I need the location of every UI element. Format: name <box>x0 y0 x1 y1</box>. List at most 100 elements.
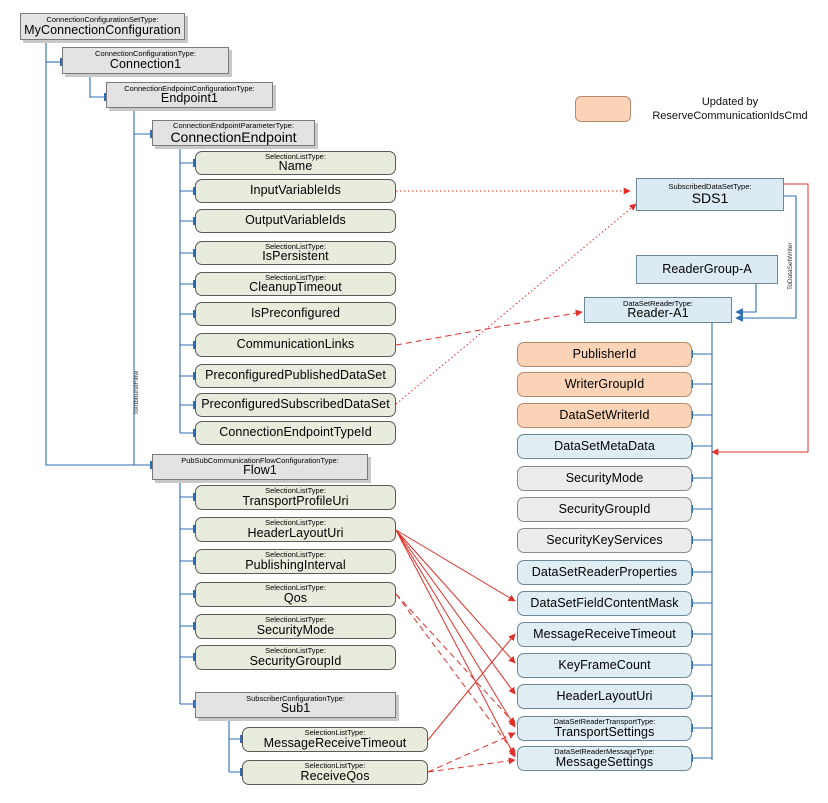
endpoint-name: Endpoint1 <box>160 91 219 106</box>
reader-group-name: ReaderGroup-A <box>662 261 752 276</box>
reader-prop-publisher-id[interactable]: PublisherId <box>517 342 692 367</box>
endpoint-prop-name-label: IsPersistent <box>262 249 329 264</box>
endpoint-prop-is-persistent[interactable]: SelectionListType:IsPersistent <box>195 241 396 265</box>
connection-name: Connection1 <box>109 56 182 71</box>
endpoint-prop-preconfigured-published-data-set[interactable]: PreconfiguredPublishedDataSet <box>195 364 396 388</box>
flow-prop-type-label: SelectionListType: <box>265 646 326 655</box>
root-type: ConnectionConfigurationSetType: <box>46 15 159 24</box>
flow-prop-name-label: HeaderLayoutUri <box>247 525 344 540</box>
root-name: MyConnectionConfiguration <box>24 22 181 37</box>
endpoint-prop-type-label: SelectionListType: <box>265 272 326 282</box>
flow-prop-type-label: SelectionListType: <box>265 550 326 559</box>
sub-type: SubscriberConfigurationType: <box>246 693 345 703</box>
endpoint-prop-name-label: PreconfiguredPublishedDataSet <box>205 368 386 383</box>
endpoint-prop-connection-endpoint-type-id[interactable]: ConnectionEndpointTypeId <box>195 421 396 445</box>
sub-prop-receive-qos[interactable]: SelectionListType:ReceiveQos <box>242 760 428 785</box>
reader-prop-header-layout-uri[interactable]: HeaderLayoutUri <box>517 684 692 709</box>
endpoint-prop-name-label: PreconfiguredSubscribedDataSet <box>201 397 390 412</box>
legend-text: Updated by ReserveCommunicationIdsCmd <box>640 96 820 124</box>
legend-line-1: Updated by <box>701 96 759 108</box>
endpoint-prop-is-preconfigured[interactable]: IsPreconfigured <box>195 302 396 326</box>
endpoint-prop-name-label: ConnectionEndpointTypeId <box>219 425 372 440</box>
reader-prop-name-label: SecurityKeyServices <box>546 532 663 547</box>
sub-prop-message-receive-timeout[interactable]: SelectionListType:MessageReceiveTimeout <box>242 727 428 752</box>
flow-prop-name-label: PublishingInterval <box>245 557 346 572</box>
connection-endpoint-node[interactable]: ConnectionEndpointParameterType: Connect… <box>152 120 315 146</box>
endpoint-prop-name-label: CommunicationLinks <box>236 337 355 352</box>
endpoint-prop-type-label: SelectionListType: <box>265 241 326 251</box>
reader-prop-message-receive-timeout[interactable]: MessageReceiveTimeout <box>517 622 692 647</box>
sub-node[interactable]: SubscriberConfigurationType: Sub1 <box>195 692 396 718</box>
sub-name: Sub1 <box>280 701 311 716</box>
sub-prop-name-label: MessageReceiveTimeout <box>263 735 407 750</box>
reader-prop-name-label: DataSetFieldContentMask <box>530 595 679 610</box>
flow-node[interactable]: PubSubCommunicationFlowConfigurationType… <box>152 454 368 480</box>
reader-prop-name-label: WriterGroupId <box>564 376 645 391</box>
endpoint-prop-name-label: OutputVariableIds <box>245 213 346 228</box>
reader-prop-data-set-meta-data[interactable]: DataSetMetaData <box>517 434 692 459</box>
flow-prop-name-label: Qos <box>283 590 308 605</box>
reader-prop-name-label: SecurityMode <box>565 470 644 485</box>
reader-group-node[interactable]: ReaderGroup-A <box>636 255 778 284</box>
endpoint-prop-output-variable-ids[interactable]: OutputVariableIds <box>195 209 396 233</box>
sub-prop-type-label: SelectionListType: <box>304 728 366 737</box>
endpoint-prop-name-label: Name <box>278 159 313 174</box>
reader-prop-name-label: KeyFrameCount <box>558 657 651 672</box>
sds-type: SubscribedDataSetType: <box>668 182 752 192</box>
reader-type: DataSetReaderType: <box>622 298 694 308</box>
flow-prop-type-label: SelectionListType: <box>265 518 326 527</box>
endpoint-node[interactable]: ConnectionEndpointConfigurationType: End… <box>106 82 273 108</box>
reader-prop-name-label: DataSetMetaData <box>554 438 655 453</box>
endpoint-prop-type-label: SelectionListType: <box>265 151 326 161</box>
reader-prop-writer-group-id[interactable]: WriterGroupId <box>517 372 692 397</box>
sub-prop-type-label: SelectionListType: <box>304 761 366 770</box>
reader-prop-transport-settings[interactable]: DataSetReaderTransportType:TransportSett… <box>517 716 692 741</box>
endpoint-type: ConnectionEndpointConfigurationType: <box>124 83 255 93</box>
flow-prop-header-layout-uri[interactable]: SelectionListType:HeaderLayoutUri <box>195 517 396 542</box>
reader-prop-name-label: TransportSettings <box>554 724 655 739</box>
flow-prop-type-label: SelectionListType: <box>265 486 326 495</box>
reader-prop-type-label: DataSetReaderMessageType: <box>554 747 655 756</box>
reader-prop-message-settings[interactable]: DataSetReaderMessageType:MessageSettings <box>517 746 692 771</box>
flow-prop-name-label: SecurityMode <box>256 622 335 637</box>
connection-endpoint-name: ConnectionEndpoint <box>170 128 297 145</box>
reader-prop-name-label: DataSetWriterId <box>559 407 650 422</box>
endpoint-prop-name-label: InputVariableIds <box>249 183 341 198</box>
reader-prop-name-label: PublisherId <box>572 346 637 361</box>
flow-prop-publishing-interval[interactable]: SelectionListType:PublishingInterval <box>195 549 396 574</box>
flow-prop-transport-profile-uri[interactable]: SelectionListType:TransportProfileUri <box>195 485 396 510</box>
endpoint-prop-name-label: CleanupTimeout <box>249 280 342 295</box>
endpoint-prop-communication-links[interactable]: CommunicationLinks <box>195 333 396 357</box>
endpoint-prop-input-variable-ids[interactable]: InputVariableIds <box>195 179 396 203</box>
endpoint-prop-preconfigured-subscribed-data-set[interactable]: PreconfiguredSubscribedDataSet <box>195 393 396 417</box>
flow-prop-qos[interactable]: SelectionListType:Qos <box>195 582 396 607</box>
sds-node[interactable]: SubscribedDataSetType: SDS1 <box>636 178 784 211</box>
reader-prop-data-set-writer-id[interactable]: DataSetWriterId <box>517 403 692 428</box>
flow-name: Flow1 <box>243 463 277 478</box>
flow-prop-security-group-id[interactable]: SelectionListType:SecurityGroupId <box>195 645 396 670</box>
flow-prop-security-mode[interactable]: SelectionListType:SecurityMode <box>195 614 396 639</box>
connection-node[interactable]: ConnectionConfigurationType: Connection1 <box>62 47 229 74</box>
endpoint-prop-name[interactable]: SelectionListType:Name <box>195 151 396 175</box>
reader-prop-data-set-field-content-mask[interactable]: DataSetFieldContentMask <box>517 591 692 616</box>
legend-line-2: ReserveCommunicationIdsCmd <box>652 109 808 122</box>
reader-prop-security-key-services[interactable]: SecurityKeyServices <box>517 528 692 553</box>
connection-type: ConnectionConfigurationType: <box>95 49 196 58</box>
reader-prop-security-group-id[interactable]: SecurityGroupId <box>517 497 692 522</box>
flow-prop-type-label: SelectionListType: <box>265 615 326 624</box>
reader-prop-security-mode[interactable]: SecurityMode <box>517 466 692 491</box>
flow-prop-name-label: SecurityGroupId <box>249 653 342 668</box>
sub-prop-name-label: ReceiveQos <box>300 768 370 783</box>
reader-node[interactable]: DataSetReaderType: Reader-A1 <box>584 297 732 323</box>
reader-prop-name-label: SecurityGroupId <box>558 501 651 516</box>
reader-prop-key-frame-count[interactable]: KeyFrameCount <box>517 653 692 678</box>
reader-prop-data-set-reader-properties[interactable]: DataSetReaderProperties <box>517 560 692 585</box>
reader-prop-name-label: MessageReceiveTimeout <box>533 626 676 641</box>
flow-prop-type-label: SelectionListType: <box>265 583 326 592</box>
endpoint-prop-cleanup-timeout[interactable]: SelectionListType:CleanupTimeout <box>195 272 396 296</box>
root-node[interactable]: ConnectionConfigurationSetType: MyConnec… <box>20 13 185 40</box>
reader-prop-name-label: MessageSettings <box>555 754 654 769</box>
sds-name: SDS1 <box>691 190 729 207</box>
